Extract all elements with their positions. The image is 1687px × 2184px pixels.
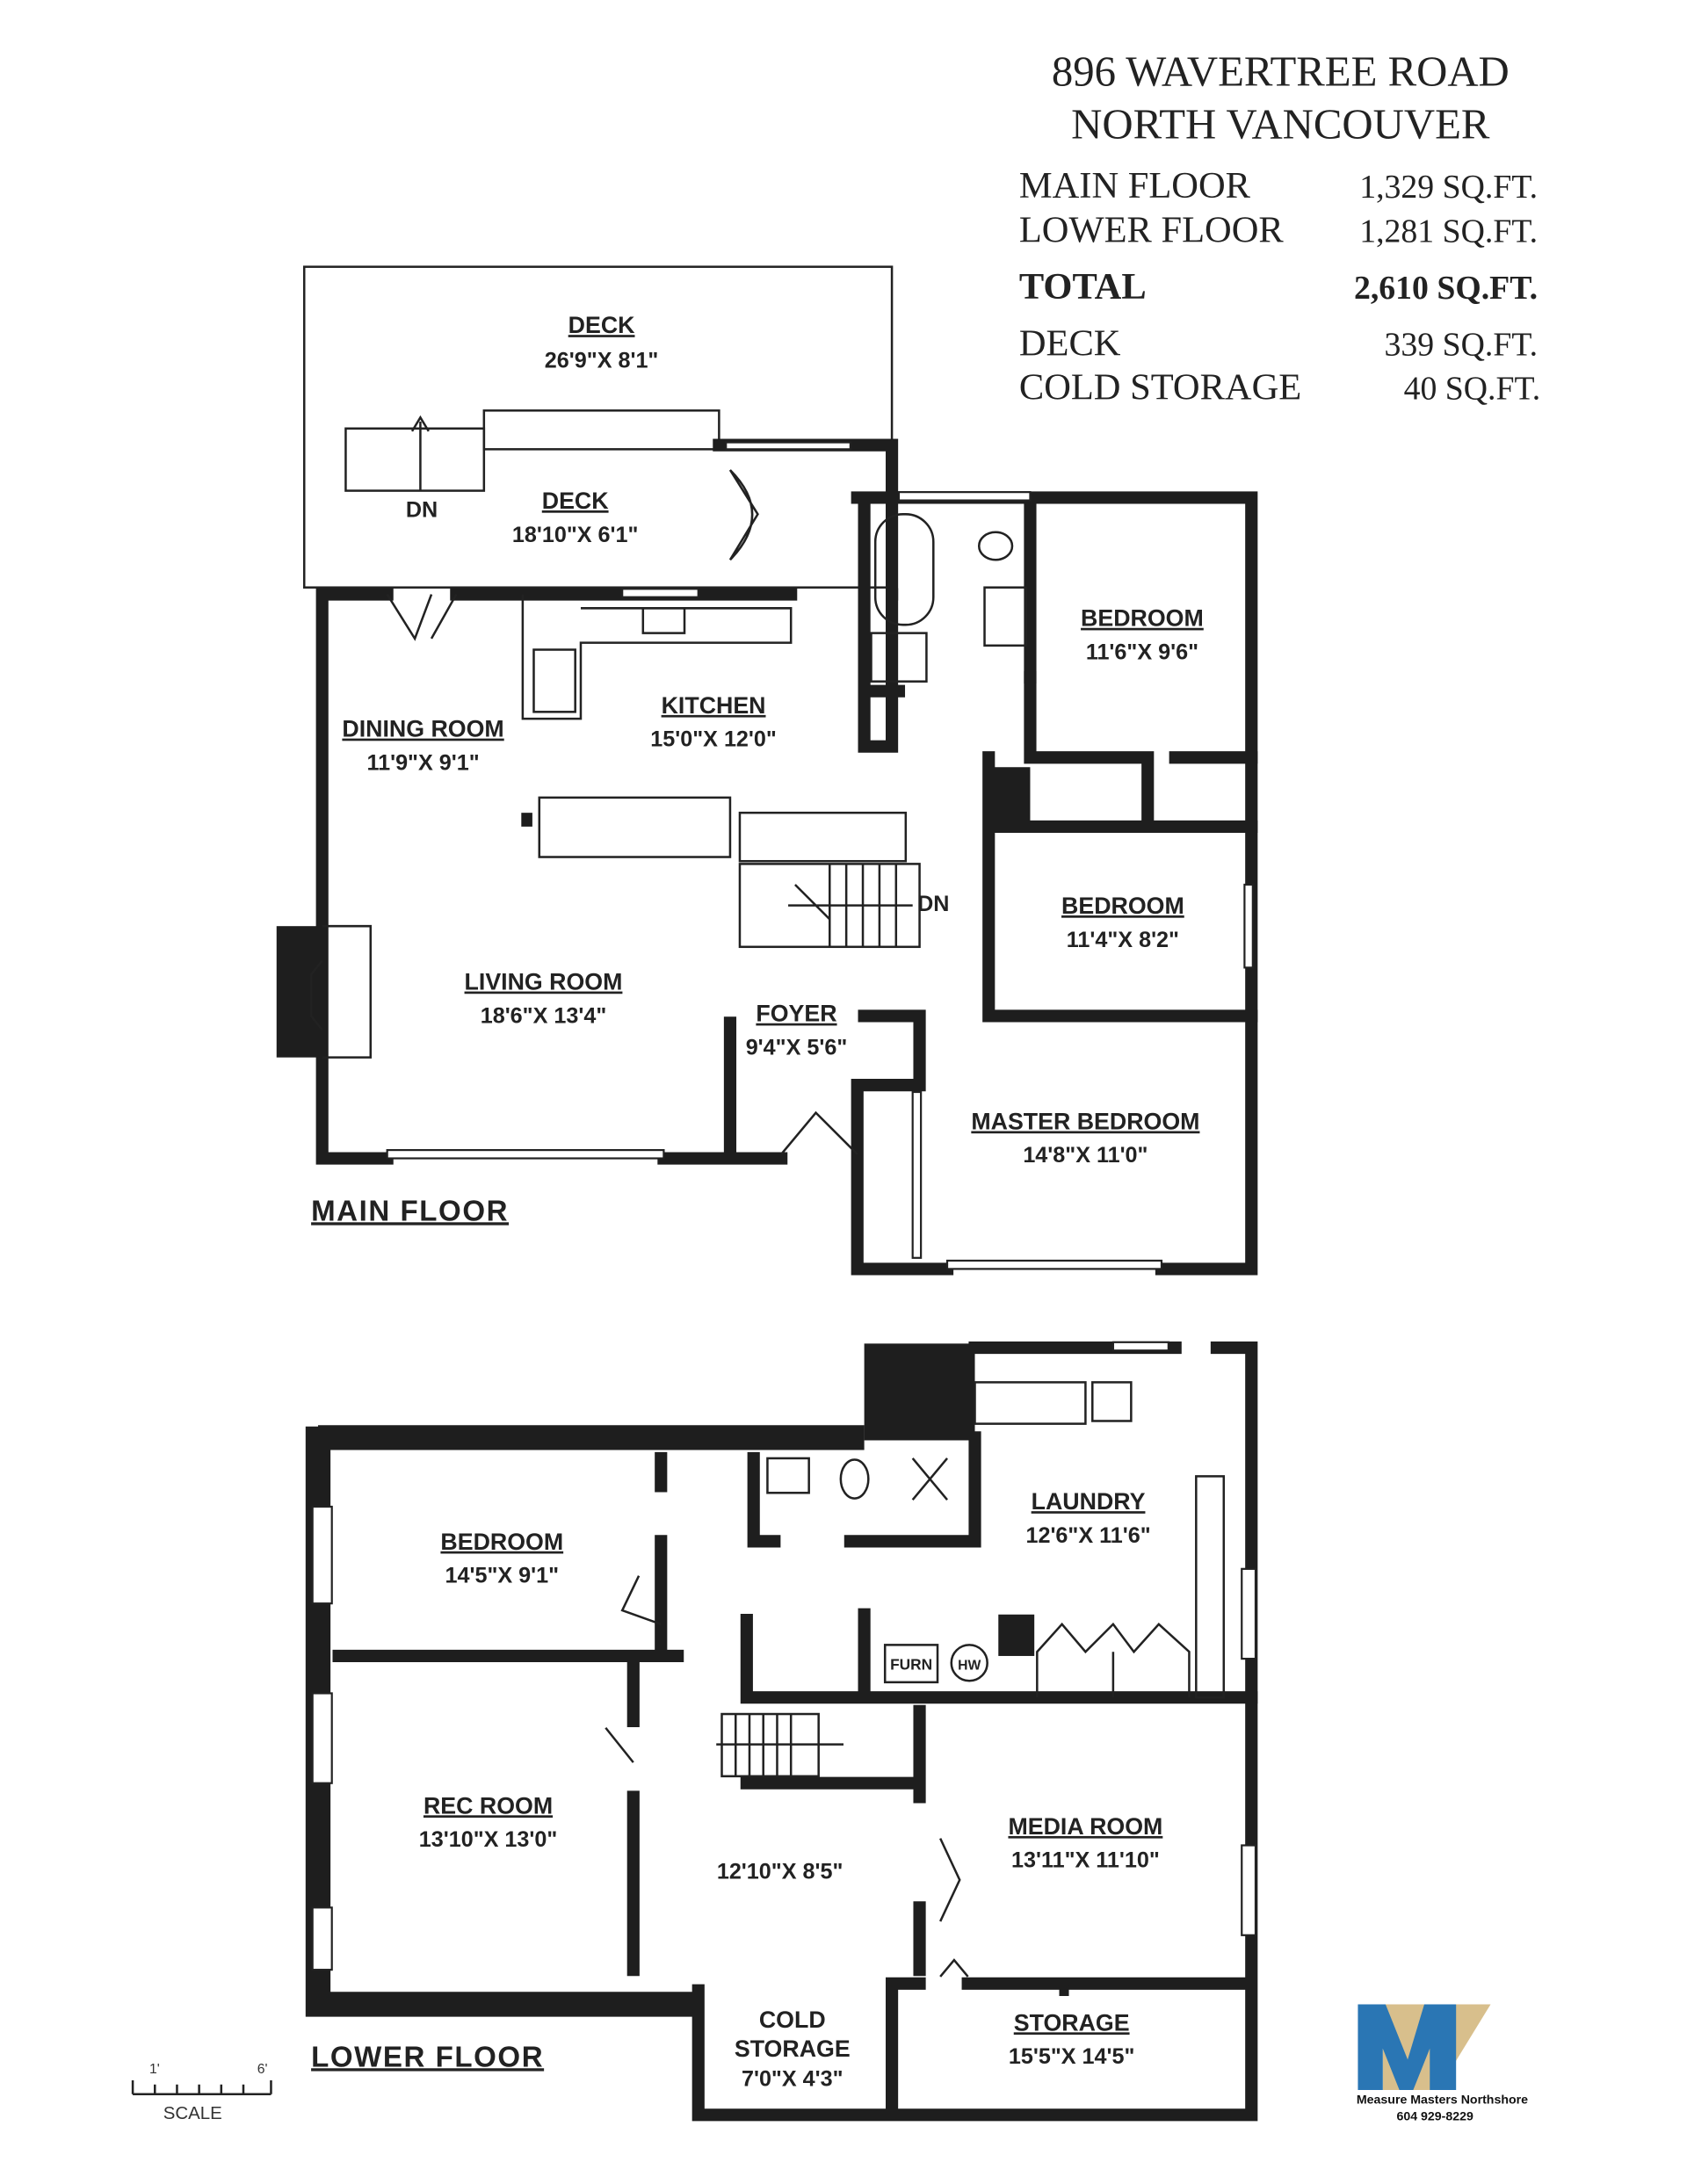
main-floor-labels: DECK 26'9"X 8'1" DN DECK 18'10"X 6'1" KI…: [311, 312, 1204, 1227]
area-label: LOWER FLOOR: [1019, 209, 1285, 250]
area-value-total: 2,610 SQ.FT.: [1354, 270, 1538, 307]
room-dims: 12'6"X 11'6": [1025, 1523, 1150, 1548]
lower-floor-plan: [305, 1341, 1258, 2122]
room-dims: 14'5"X 9'1": [445, 1564, 559, 1588]
bath-sink: [766, 1457, 810, 1494]
room-dims: 11'9"X 9'1": [366, 750, 479, 775]
stairs-down-label: DN: [917, 892, 949, 916]
room-name: FOYER: [756, 1001, 836, 1027]
fireplace: [276, 926, 322, 1058]
deck-stairs-label: DN: [406, 497, 438, 522]
area-value: 1,329 SQ.FT.: [1359, 169, 1538, 206]
scale-start: 1': [149, 2062, 160, 2077]
area-value: 339 SQ.FT.: [1385, 326, 1538, 363]
furnace: [883, 1644, 939, 1684]
room-name-2: STORAGE: [735, 2036, 851, 2062]
room-dims: 15'5"X 14'5": [1009, 2044, 1135, 2069]
deck-stairs: [344, 427, 486, 492]
room-name: COLD: [759, 2007, 826, 2033]
room-dims: 26'9"X 8'1": [545, 349, 659, 373]
room-name: DECK: [568, 312, 635, 338]
room-dims: 13'10"X 13'0": [419, 1827, 558, 1852]
header: 896 WAVERTREE ROAD NORTH VANCOUVER: [1052, 48, 1510, 148]
column: [864, 1343, 975, 1441]
area-value: 40 SQ.FT.: [1404, 371, 1541, 408]
area-label: COLD STORAGE: [1019, 367, 1301, 409]
kitchen-sink: [641, 607, 686, 634]
dining-door: [386, 593, 458, 641]
deck-bench: [482, 409, 720, 451]
address-line-2: NORTH VANCOUVER: [1071, 100, 1490, 148]
main-floor-title: MAIN FLOOR: [311, 1195, 509, 1227]
company-logo: Measure Masters Northshore 604 929-8229: [1357, 2004, 1528, 2124]
bath-sink: [983, 586, 1027, 647]
room-name: MASTER BEDROOM: [971, 1108, 1199, 1134]
toilet: [977, 531, 1014, 561]
toilet: [839, 1458, 870, 1500]
room-name: STORAGE: [1014, 2009, 1130, 2036]
scale-bar: 1' 6' SCALE: [131, 2062, 272, 2123]
arrow-icon: [410, 415, 430, 491]
furnace-label: FURN: [890, 1656, 932, 1674]
room-name: DINING ROOM: [342, 716, 503, 742]
room-dims: 11'4"X 8'2": [1067, 928, 1179, 952]
company-name: Measure Masters Northshore: [1357, 2094, 1528, 2108]
area-label: MAIN FLOOR: [1019, 165, 1251, 206]
hot-water-label: HW: [958, 1659, 981, 1674]
front-door: [780, 1110, 858, 1155]
room-dims: 15'0"X 12'0": [650, 727, 777, 752]
room-dims: 11'6"X 9'6": [1086, 640, 1198, 665]
room-name: LAUNDRY: [1032, 1488, 1146, 1515]
scale-label: SCALE: [163, 2103, 222, 2123]
hot-water-tank: [950, 1644, 988, 1682]
room-dims: 18'10"X 6'1": [512, 523, 639, 547]
room-dims: 13'11"X 11'10": [1011, 1848, 1160, 1873]
lower-floor-title: LOWER FLOOR: [311, 2041, 544, 2073]
room-dims: 12'10"X 8'5": [717, 1859, 844, 1884]
room-dims: 9'4"X 5'6": [746, 1036, 848, 1060]
room-name: DECK: [542, 488, 609, 514]
room-name: BEDROOM: [1061, 893, 1184, 919]
area-summary: MAIN FLOOR 1,329 SQ.FT. LOWER FLOOR 1,28…: [1019, 165, 1540, 409]
bathtub: [873, 513, 935, 626]
area-label-total: TOTAL: [1019, 266, 1147, 307]
shower: [870, 632, 928, 683]
area-label: DECK: [1019, 322, 1121, 364]
stove: [532, 648, 576, 713]
room-name: BEDROOM: [440, 1529, 563, 1555]
column: [988, 767, 1031, 830]
area-value: 1,281 SQ.FT.: [1359, 213, 1538, 249]
room-dims: 14'8"X 11'0": [1023, 1143, 1148, 1168]
deck-door: [728, 469, 759, 561]
main-floor-plan: DN: [276, 265, 1258, 1276]
company-phone: 604 929-8229: [1397, 2110, 1474, 2124]
lower-floor-labels: BEDROOM 14'5"X 9'1" LAUNDRY 12'6"X 11'6"…: [311, 1488, 1162, 2091]
scale-end: 6': [257, 2062, 268, 2077]
room-dims: 18'6"X 13'4": [481, 1003, 607, 1028]
room-name: LIVING ROOM: [465, 969, 623, 995]
laundry-sink: [1091, 1381, 1133, 1422]
room-dims: 7'0"X 4'3": [742, 2066, 844, 2091]
room-name: REC ROOM: [424, 1792, 553, 1819]
room-name: MEDIA ROOM: [1008, 1813, 1162, 1840]
upper-deck-outline: [302, 265, 894, 589]
room-name: KITCHEN: [662, 692, 766, 719]
room-name: BEDROOM: [1081, 605, 1204, 632]
address-line-1: 896 WAVERTREE ROAD: [1052, 48, 1510, 96]
kitchen-island: [538, 796, 732, 858]
